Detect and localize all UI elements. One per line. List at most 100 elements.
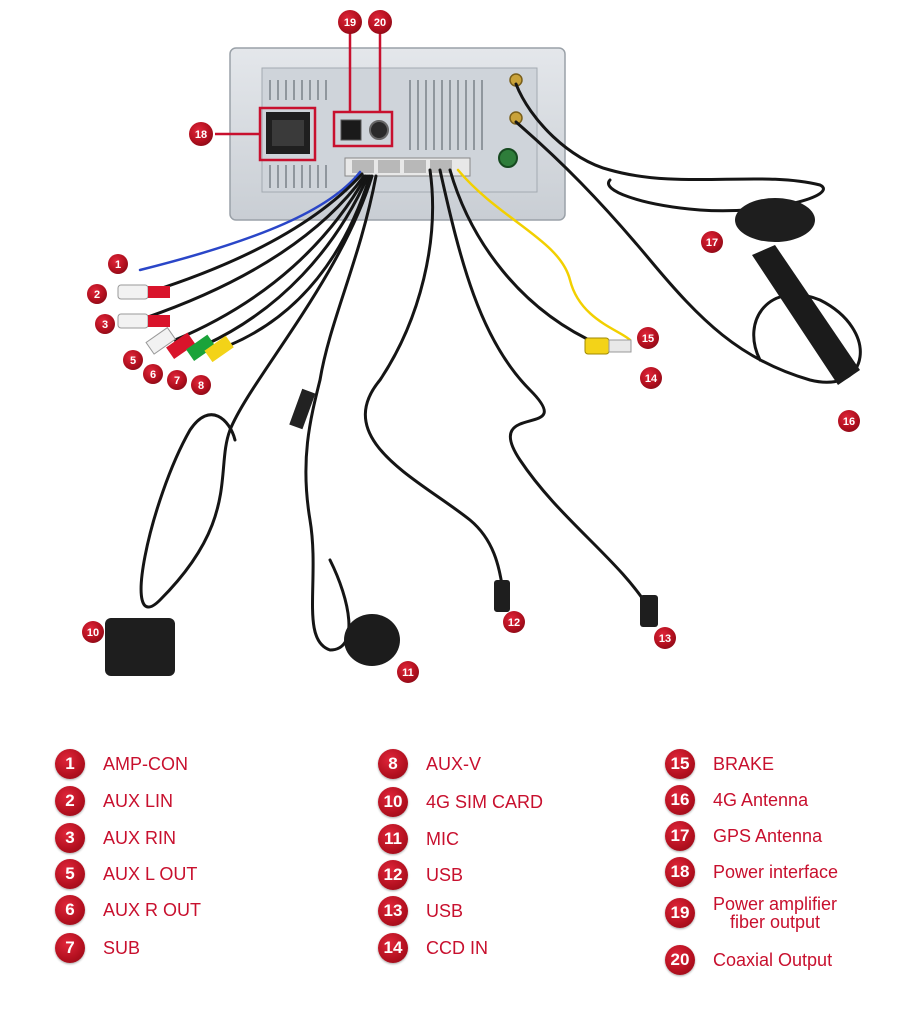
legend-label: Power interface (713, 862, 839, 882)
svg-text:14: 14 (645, 373, 658, 385)
svg-text:19: 19 (344, 17, 356, 29)
svg-text:16: 16 (843, 416, 855, 428)
legend-label-line-2: fiber output (729, 912, 821, 932)
4g-antenna-socket (509, 111, 523, 125)
green-socket (498, 148, 518, 168)
svg-text:8: 8 (198, 380, 204, 392)
callout-20: 20 (368, 10, 392, 34)
legend-item-amp-con: 1 AMP-CON (55, 749, 188, 779)
callout-11: 11 (397, 661, 419, 683)
svg-text:15: 15 (642, 333, 654, 345)
legend-label: Coaxial Output (713, 950, 833, 970)
callout-15: 15 (637, 327, 659, 349)
legend-badge: 18 (665, 857, 695, 887)
rca-plug-ccd-in (584, 337, 632, 355)
legend-label: USB (426, 901, 464, 921)
svg-text:17: 17 (706, 237, 718, 249)
rca-plug-aux-l-out (145, 326, 177, 355)
legend-label: 4G Antenna (713, 790, 809, 810)
legend-badge: 6 (55, 895, 85, 925)
legend-item-4g-sim-card: 10 4G SIM CARD (378, 787, 543, 817)
svg-text:10: 10 (87, 627, 99, 639)
svg-text:7: 7 (174, 375, 180, 387)
legend-item-usb-12: 12 USB (378, 860, 463, 890)
legend-item-ccd-in: 14 CCD IN (378, 933, 488, 963)
legend-badge: 8 (378, 749, 408, 779)
svg-text:20: 20 (374, 17, 386, 29)
legend-badge: 13 (378, 896, 408, 926)
callout-17: 17 (701, 231, 723, 253)
rca-plug-aux-rin (117, 313, 170, 329)
legend-label: AUX R OUT (103, 900, 202, 920)
legend-badge: 2 (55, 786, 85, 816)
legend-item-aux-lin: 2 AUX LIN (55, 786, 173, 816)
legend-item-aux-rin: 3 AUX RIN (55, 823, 176, 853)
usb-plug-13 (640, 595, 658, 627)
legend-badge: 5 (55, 859, 85, 889)
legend-label: CCD IN (426, 938, 488, 958)
svg-text:6: 6 (150, 369, 156, 381)
legend-badge: 1 (55, 749, 85, 779)
callout-12: 12 (503, 611, 525, 633)
legend-item-power-interface: 18 Power interface (665, 857, 838, 887)
legend-item-gps-antenna: 17 GPS Antenna (665, 821, 822, 851)
rca-plug-aux-r-out (166, 332, 196, 360)
svg-text:13: 13 (659, 633, 671, 645)
legend: 1 AMP-CON 2 AUX LIN 3 AUX RIN 5 AUX L OU… (0, 740, 900, 1028)
head-unit-chassis (229, 47, 566, 221)
rca-plug-sub (186, 334, 216, 362)
legend-item-aux-r-out: 6 AUX R OUT (55, 895, 201, 925)
callout-13: 13 (654, 627, 676, 649)
legend-label: AUX-V (426, 754, 482, 774)
legend-label: USB (426, 865, 464, 885)
legend-label: AUX RIN (103, 828, 177, 848)
4g-antenna-fin (752, 245, 860, 385)
legend-label: BRAKE (713, 754, 775, 774)
legend-label: SUB (103, 938, 141, 958)
legend-label: AUX L OUT (103, 864, 198, 884)
legend-badge: 17 (665, 821, 695, 851)
callout-5: 5 (123, 350, 143, 370)
legend-badge: 12 (378, 860, 408, 890)
legend-badge: 15 (665, 749, 695, 779)
legend-item-4g-antenna: 16 4G Antenna (665, 785, 808, 815)
legend-label: 4G SIM CARD (426, 792, 544, 812)
callout-6: 6 (143, 364, 163, 384)
fiber-output-port (340, 119, 362, 141)
svg-text:2: 2 (94, 289, 100, 301)
svg-text:5: 5 (130, 355, 136, 367)
legend-item-coaxial-output: 20 Coaxial Output (665, 945, 832, 975)
legend-item-sub: 7 SUB (55, 933, 140, 963)
sim-card-module (105, 618, 175, 676)
legend-badge: 14 (378, 933, 408, 963)
callout-16: 16 (838, 410, 860, 432)
ports-highlight (332, 110, 394, 148)
legend-label: Power amplifier fiber output (713, 895, 837, 931)
callout-7: 7 (167, 370, 187, 390)
legend-badge: 7 (55, 933, 85, 963)
gps-antenna-puck (735, 198, 815, 242)
legend-label: MIC (426, 829, 459, 849)
usb-plug-12 (494, 580, 510, 612)
legend-badge: 20 (665, 945, 695, 975)
microphone (344, 614, 400, 666)
callout-19: 19 (338, 10, 362, 34)
legend-label: AUX LIN (103, 791, 174, 811)
callout-3: 3 (95, 314, 115, 334)
legend-badge: 10 (378, 787, 408, 817)
legend-badge: 19 (665, 898, 695, 928)
svg-text:12: 12 (508, 617, 520, 629)
legend-item-aux-l-out: 5 AUX L OUT (55, 859, 197, 889)
svg-text:18: 18 (195, 129, 207, 141)
legend-badge: 11 (378, 824, 408, 854)
legend-badge: 16 (665, 785, 695, 815)
callout-10: 10 (82, 621, 104, 643)
coaxial-output-port (369, 120, 389, 140)
callout-2: 2 (87, 284, 107, 304)
svg-text:11: 11 (402, 667, 414, 679)
legend-label: AMP-CON (103, 754, 188, 774)
legend-item-mic: 11 MIC (378, 824, 459, 854)
callout-1: 1 (108, 254, 128, 274)
callout-14: 14 (640, 367, 662, 389)
